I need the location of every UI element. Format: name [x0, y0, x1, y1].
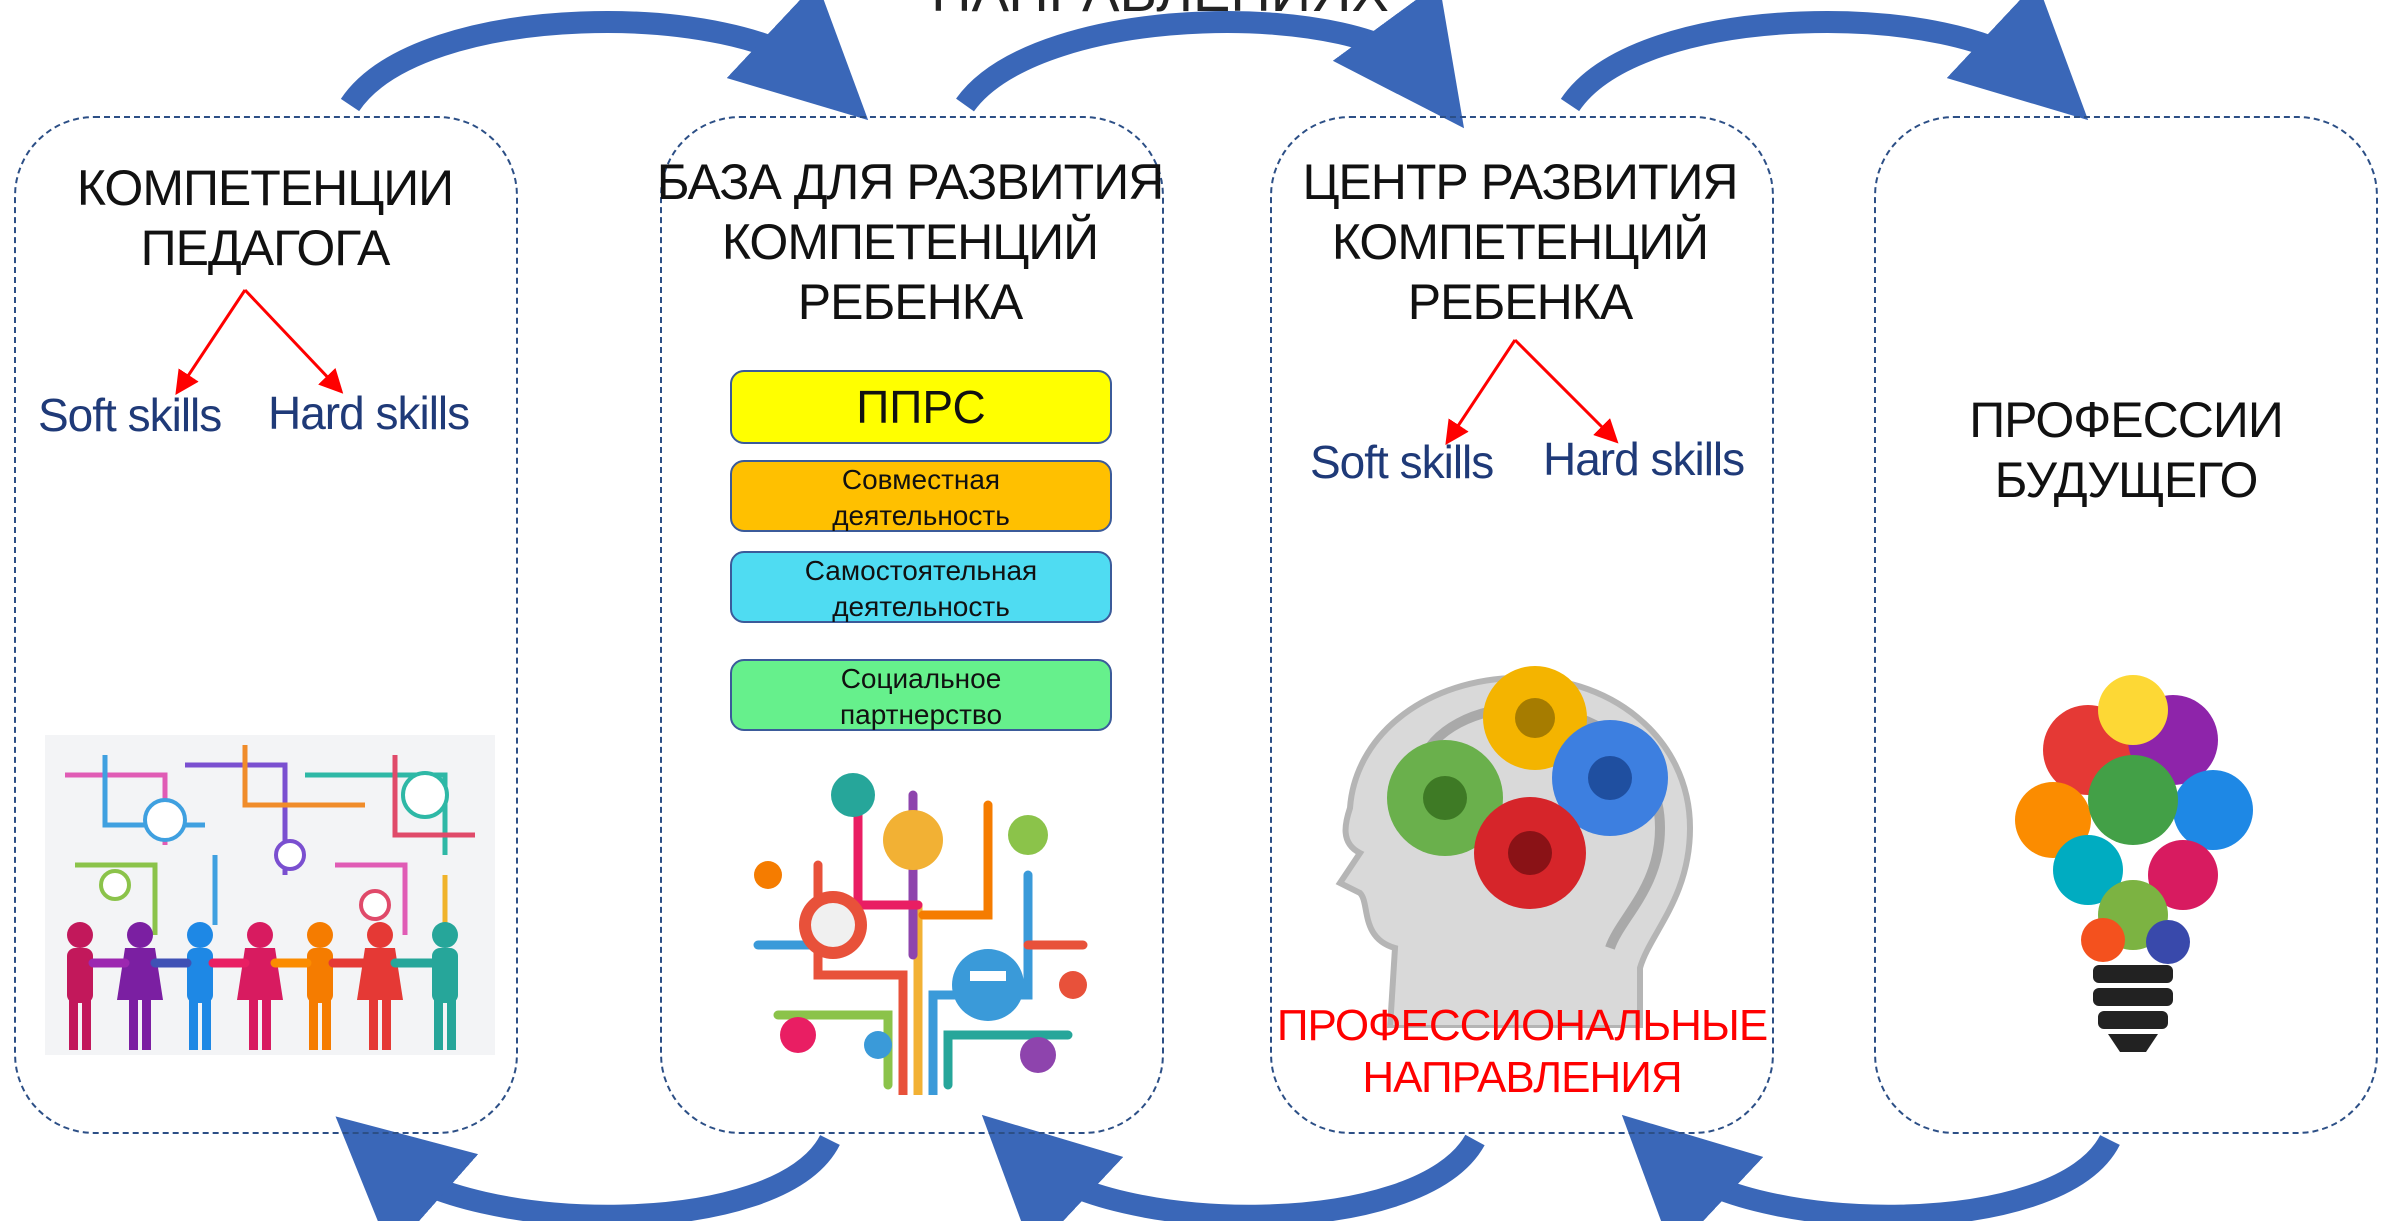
panel-2-title: БАЗА ДЛЯ РАЗВИТИЯ КОМПЕТЕНЦИЙ РЕБЕНКА — [656, 154, 1165, 330]
panel-4-title: ПРОФЕССИИ БУДУЩЕГО — [1969, 392, 2284, 508]
panel-development-center — [1270, 116, 1774, 1134]
panel-future-professions — [1874, 116, 2378, 1134]
activity-joint: Совместная деятельность — [730, 460, 1112, 532]
hard-skills-label: Hard skills — [268, 387, 470, 439]
panel-1-title: КОМПЕТЕНЦИИ ПЕДАГОГА — [76, 160, 454, 276]
lightbulb-icons-image — [2008, 660, 2258, 1060]
panel-3-branch-arrows — [1445, 338, 1619, 446]
bottom-arrow-2 — [981, 1114, 1485, 1221]
hard-skills-label: Hard skills — [1543, 433, 1745, 485]
education-tree-image — [738, 755, 1098, 1095]
top-arrow-2 — [956, 0, 1465, 129]
bottom-arrow-1 — [335, 1116, 840, 1221]
panel-teacher-competencies — [14, 116, 518, 1134]
soft-skills-label: Soft skills — [38, 389, 222, 441]
head-gears-image — [1300, 648, 1760, 1028]
bottom-arrow-3 — [1621, 1114, 2120, 1221]
top-arrow-1 — [340, 0, 869, 121]
top-arrow-3 — [1560, 0, 2089, 121]
panel-3-title: ЦЕНТР РАЗВИТИЯ КОМПЕТЕНЦИЙ РЕБЕНКА — [1302, 154, 1738, 330]
professional-directions-label: ПРОФЕССИОНАЛЬНЫЕ НАПРАВЛЕНИЯ — [1276, 1001, 1768, 1102]
activity-pprs: ППРС — [730, 370, 1112, 444]
activity-partnership: Социальное партнерство — [730, 659, 1112, 731]
panel-1-branch-arrows — [175, 288, 344, 396]
soft-skills-label: Soft skills — [1310, 436, 1494, 488]
activity-independent: Самостоятельная деятельность — [730, 551, 1112, 623]
panel-development-base — [660, 116, 1164, 1134]
people-network-image — [45, 735, 495, 1055]
